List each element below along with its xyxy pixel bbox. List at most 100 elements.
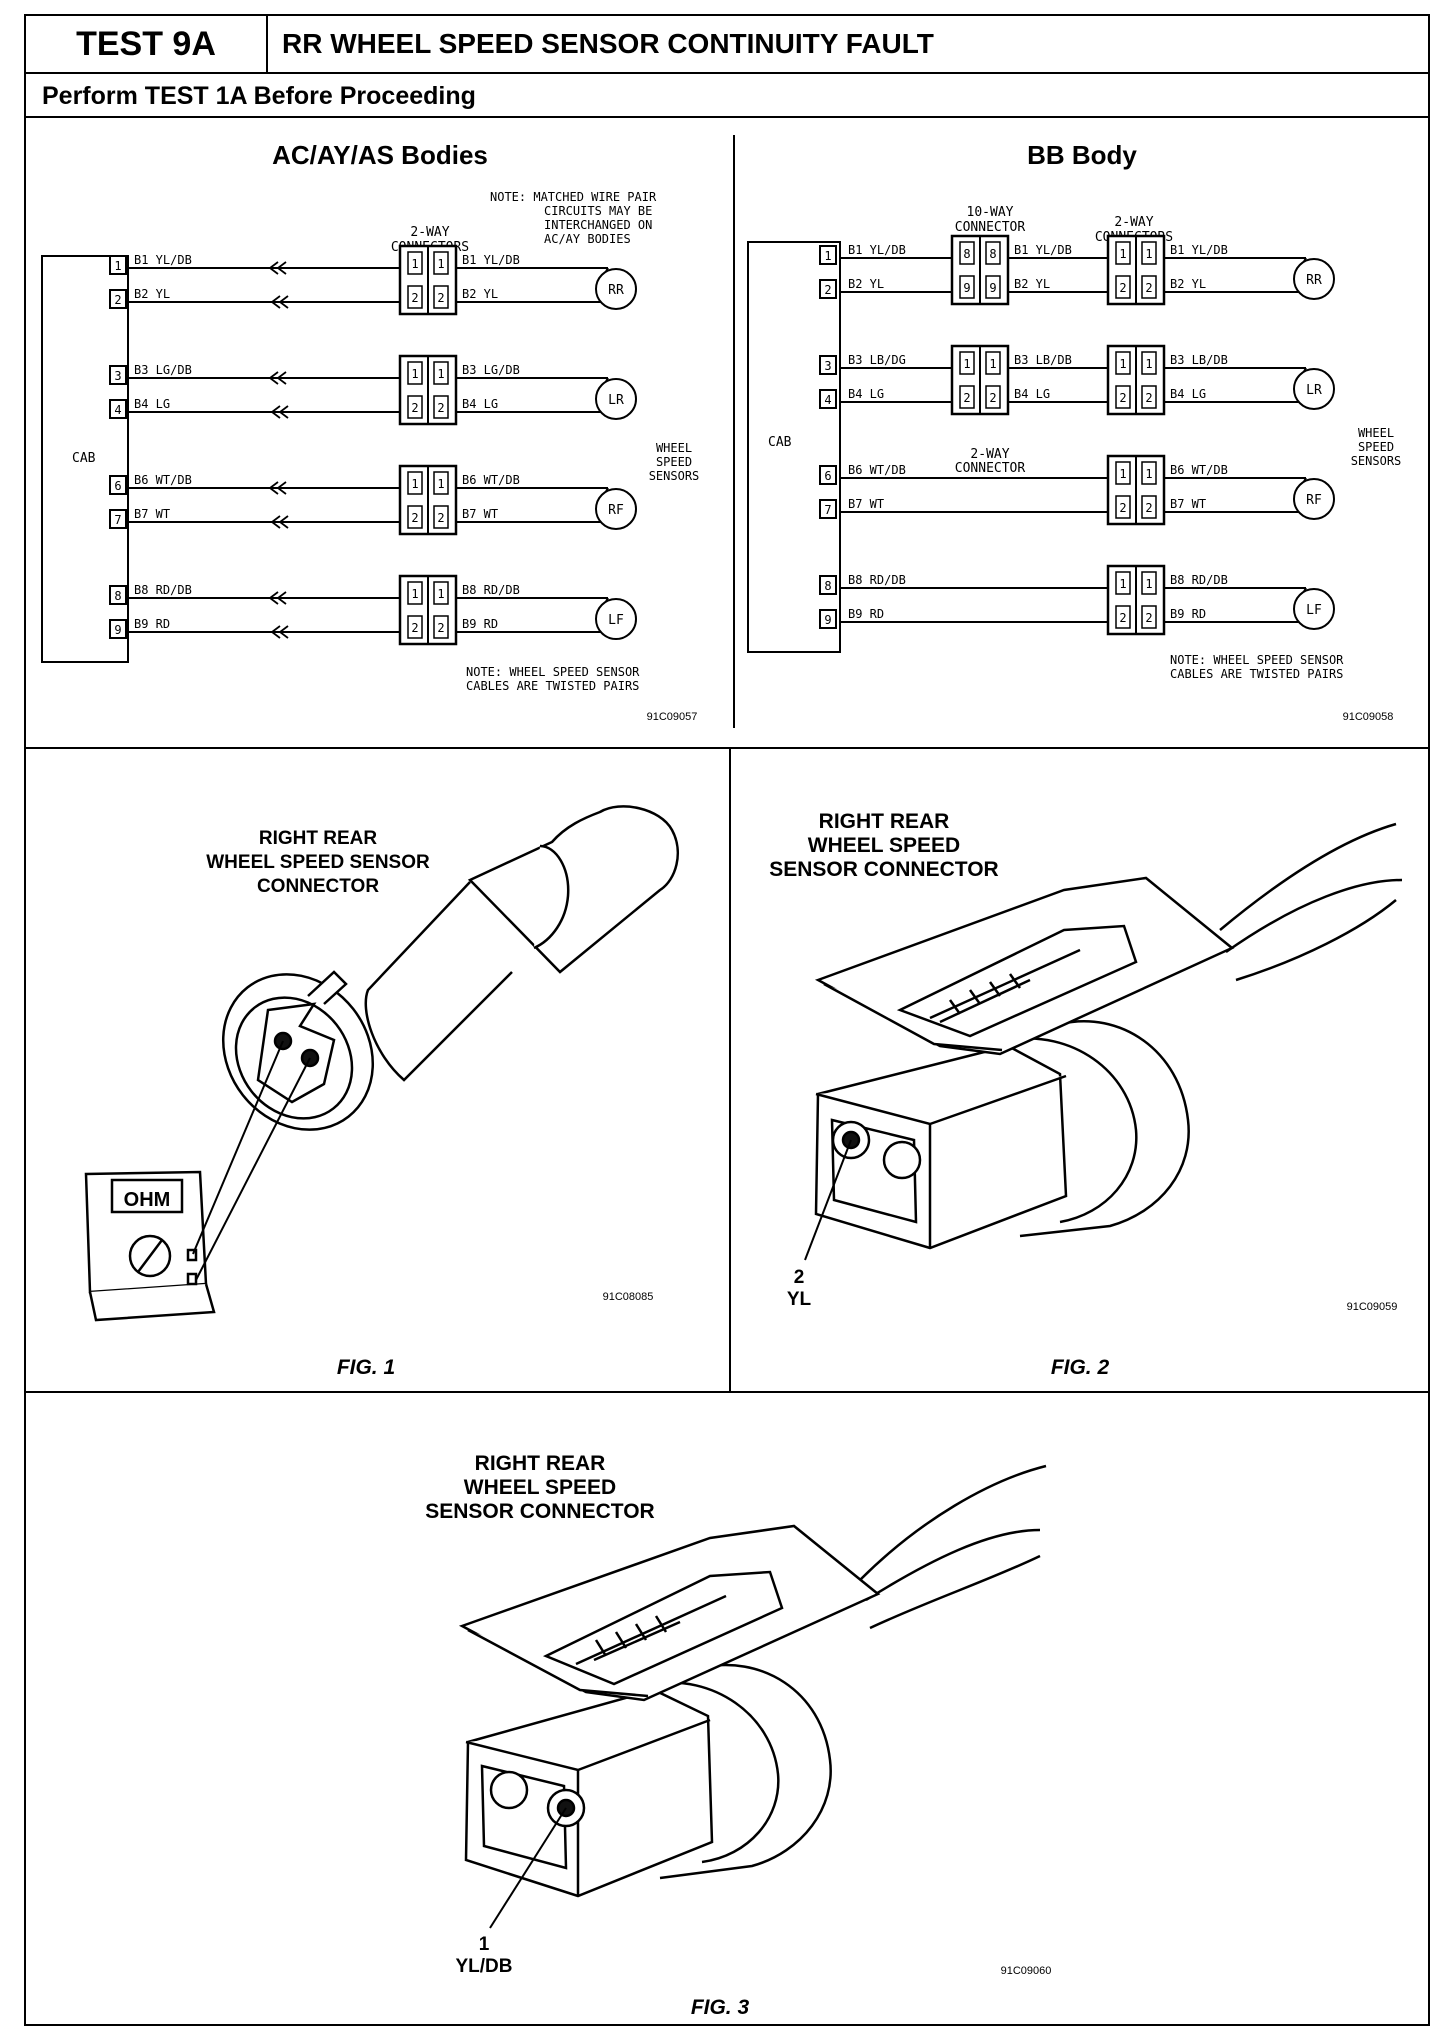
left-cab-pin-8: 8: [114, 589, 121, 603]
left-two-way-connector-3-cavity: [433, 471, 449, 495]
right-two-way-connector-1-cavity: [1141, 275, 1157, 299]
right-cab-pin-7: 7: [824, 503, 831, 517]
left-two-way-connector-1-cavity: [407, 251, 423, 275]
left-cab-pin-7-box: [109, 509, 127, 529]
right-sensors-label-2: SPEED: [1358, 440, 1394, 454]
left-note-bottom-2: CABLES ARE TWISTED PAIRS: [466, 679, 639, 693]
two-way-bottom-label-1: 2-WAY: [970, 447, 1009, 462]
right-cab-pin-8: 8: [824, 579, 831, 593]
left-sensor-rr-circle: [595, 268, 637, 310]
right-cab-pin-9: 9: [824, 613, 831, 627]
right-cab-label: CAB: [768, 435, 792, 450]
left-wire-2-chevron: [278, 295, 289, 309]
left-sensor-wire-label-2: B2 YL: [462, 287, 498, 301]
two-way-bottom-label-2: CONNECTOR: [955, 461, 1026, 476]
left-cab-pin-4: 4: [114, 403, 121, 417]
ten-way-connector-cavity-number: 9: [989, 281, 996, 295]
left-two-way-connector-4-cavity: [433, 615, 449, 639]
left-two-way-connector-2-cavity: [433, 395, 449, 419]
right-sensor-rf-circle: [1293, 478, 1335, 520]
right-two-way-connector-4-cavity: [1141, 571, 1157, 595]
fig2-figure-id: 91C09059: [1347, 1301, 1398, 1313]
left-cab-pin-3-box: [109, 365, 127, 385]
left-cab-pin-8-box: [109, 585, 127, 605]
left-cab-pin-4-box: [109, 399, 127, 419]
right-two-way-connector-1-cavity-number: 1: [1119, 247, 1126, 261]
right-wire-label-4: B4 LG: [848, 387, 884, 401]
left-wire-label-1: B1 YL/DB: [134, 253, 192, 267]
left-wire-5-chevron: [276, 481, 287, 495]
right-wire-label-2: B2 YL: [848, 277, 884, 291]
right-wire-label-7: B8 RD/DB: [848, 573, 906, 587]
right-cab-pin-4-box: [819, 389, 837, 409]
left-cab-pin-9-box: [109, 619, 127, 639]
left-sensor-rf-circle: [595, 488, 637, 530]
fig2-pointer-line: [804, 1139, 852, 1261]
fig1-label-2: WHEEL SPEED SENSOR: [206, 852, 430, 873]
right-two-way-connector-1-cavity-number: 1: [1145, 247, 1152, 261]
right-two-way-label-1: 2-WAY: [1114, 215, 1153, 230]
right-two-way-mid-connector-cavity: [959, 351, 975, 375]
right-two-way-connector-1-cavity: [1141, 241, 1157, 265]
left-two-way-connector-2-cavity: [407, 361, 423, 385]
right-cab-pin-6: 6: [824, 469, 831, 483]
right-two-way-connector-3-cavity-number: 2: [1145, 501, 1152, 515]
left-note-top-2: CIRCUITS MAY BE: [544, 204, 652, 218]
left-sensor-wire-label-4: B4 LG: [462, 397, 498, 411]
left-wire-label-8: B9 RD: [134, 617, 170, 631]
left-cab-pin-2: 2: [114, 293, 121, 307]
left-cab-label: CAB: [72, 451, 96, 466]
fig3-label-1: RIGHT REAR: [475, 1452, 606, 1475]
left-sensor-wire-label-6: B7 WT: [462, 507, 498, 521]
left-wire-2-chevron: [270, 295, 281, 309]
right-two-way-connector-2-cavity: [1141, 385, 1157, 409]
left-two-way-connector-3-cavity: [407, 471, 423, 495]
left-two-way-connector-4-cavity-number: 2: [411, 621, 418, 635]
ten-way-connector-cavity: [985, 275, 1001, 299]
left-cab-pin-9: 9: [114, 623, 121, 637]
left-wire-3-chevron: [268, 371, 279, 385]
right-cab-pin-4: 4: [824, 393, 831, 407]
fig3-figure-id: 91C09060: [1001, 1965, 1052, 1977]
left-wire-4-chevron: [270, 405, 281, 419]
left-sensor-wire-label-7: B8 RD/DB: [462, 583, 520, 597]
ten-way-connector-cavity-number: 9: [963, 281, 970, 295]
left-sensor-lf: LF: [608, 613, 624, 628]
right-two-way-mid-connector-cavity: [959, 385, 975, 409]
left-wire-1-chevron: [276, 261, 287, 275]
left-two-way-connector-1-cavity-number: 1: [411, 257, 418, 271]
ten-way-connector-cavity: [959, 241, 975, 265]
left-wire-label-4: B4 LG: [134, 397, 170, 411]
left-two-way-connector-2-cavity-number: 1: [437, 367, 444, 381]
left-two-way-connector-4-cavity: [433, 581, 449, 605]
page-frame: [24, 14, 1430, 2026]
left-wire-label-5: B6 WT/DB: [134, 473, 192, 487]
left-cab-pin-1-box: [109, 255, 127, 275]
fig2-label-1: RIGHT REAR: [819, 810, 950, 833]
ten-way-label-2: CONNECTOR: [955, 220, 1026, 235]
left-figure-id: 91C09057: [647, 711, 698, 723]
left-cab-pin-3: 3: [114, 369, 121, 383]
fig1-figure-id: 91C08085: [603, 1291, 654, 1303]
fig2-connector-pin-2: RIGHT REAR WHEEL SPEED SENSOR CONNECTOR …: [769, 810, 1403, 1379]
fig3-caption: FIG. 3: [691, 1996, 750, 2019]
left-sensor-wire-label-1: B1 YL/DB: [462, 253, 520, 267]
fig3-label-2: WHEEL SPEED: [464, 1476, 616, 1499]
left-two-way-connector-3-cavity-number: 2: [437, 511, 444, 525]
left-sensor-rr: RR: [608, 283, 624, 298]
fig3-connector-body: [458, 1464, 1047, 1898]
right-two-way-connector-2-cavity-number: 2: [1145, 391, 1152, 405]
fig3-pin-color: YL/DB: [456, 1956, 513, 1977]
left-two-way-connector-1-cavity: [433, 251, 449, 275]
right-sensor-rr: RR: [1306, 273, 1322, 288]
test-prerequisite: Perform TEST 1A Before Proceeding: [42, 81, 476, 110]
fig2-pin-number: 2: [794, 1267, 805, 1288]
left-two-way-connector-4-cavity-number: 2: [437, 621, 444, 635]
left-wire-8-chevron: [270, 625, 281, 639]
fig1-label-1: RIGHT REAR: [259, 828, 378, 849]
left-wire-6-chevron: [278, 515, 289, 529]
left-sensor-wire-label-5: B6 WT/DB: [462, 473, 520, 487]
bb-body-wiring-diagram: BB Body CAB 10-WAY CONNECTOR 2-WAY CONNE…: [747, 140, 1401, 723]
fig3-connector-pin-1: RIGHT REAR WHEEL SPEED SENSOR CONNECTOR …: [425, 1452, 1051, 2019]
ten-way-label-1: 10-WAY: [967, 205, 1014, 220]
